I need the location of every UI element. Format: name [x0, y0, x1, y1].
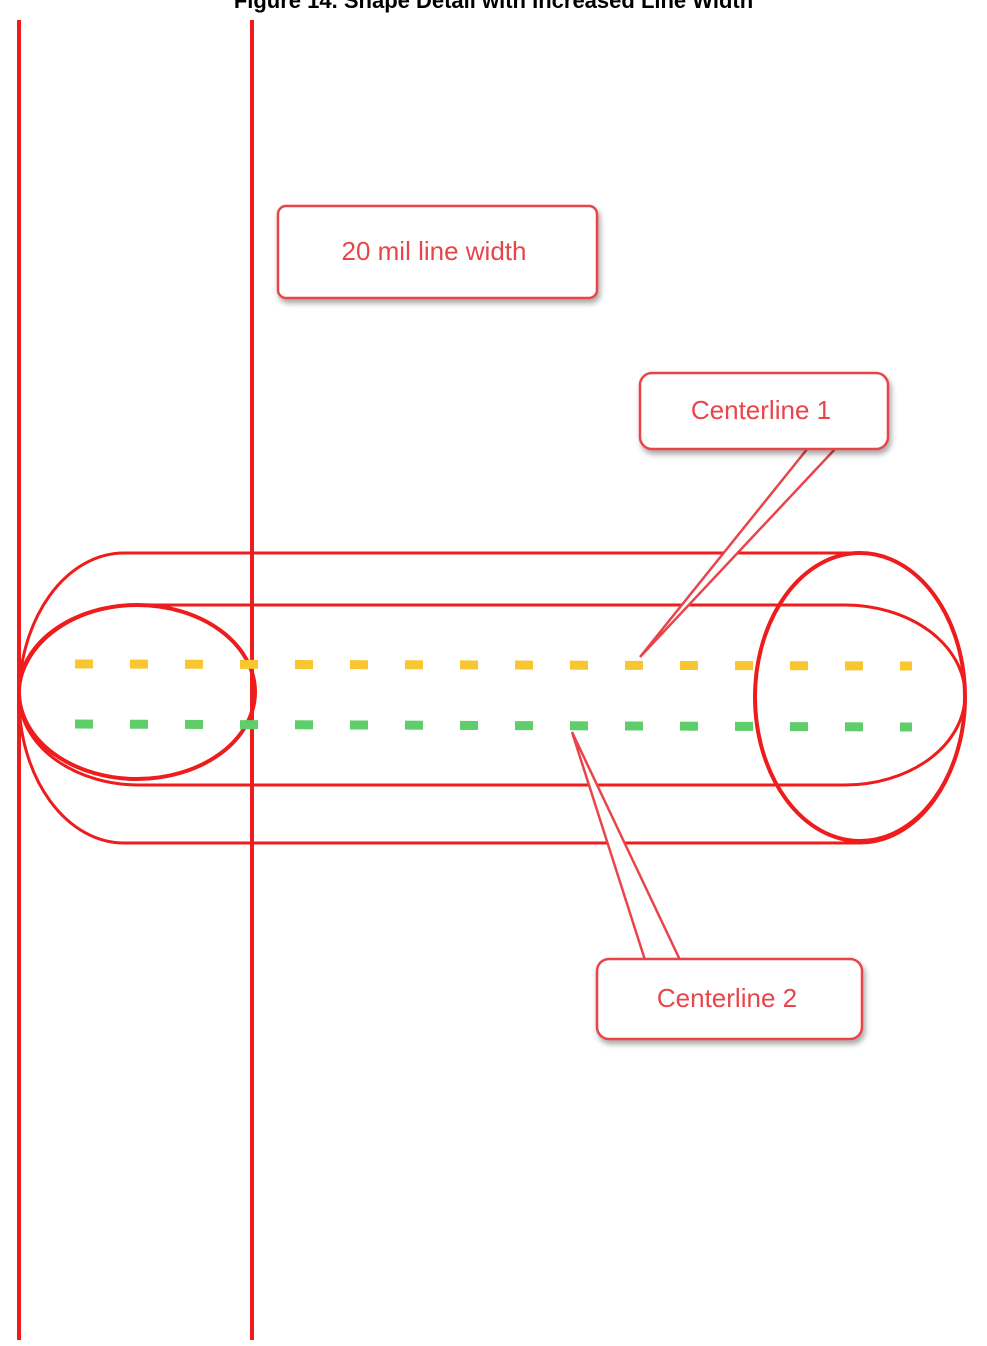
centerline-2-callout-box — [595, 957, 864, 1041]
centerline-2 — [74, 719, 913, 732]
centerline-1-callout-text: Centerline 1 — [691, 395, 831, 425]
line-width-callout-text: 20 mil line width — [342, 236, 527, 266]
inner-capsule-outline — [17, 603, 967, 787]
figure-title: Figure 14. Shape Detail with Increased L… — [233, 0, 754, 13]
centerline-1 — [74, 659, 913, 671]
centerline-1-callout: Centerline 1 — [638, 371, 890, 658]
right-end-ellipse — [753, 551, 967, 843]
left-end-ellipse — [17, 603, 257, 781]
centerline-2-callout-text: Centerline 2 — [657, 983, 797, 1013]
centerline-2-callout: Centerline 2 — [570, 731, 864, 1041]
centerline-2-callout-pointer — [570, 731, 682, 962]
centerline-1-callout-box — [638, 371, 890, 451]
outer-capsule-outline — [17, 551, 967, 845]
line-width-callout-box — [276, 204, 599, 300]
line-width-callout: 20 mil line width — [276, 204, 599, 300]
